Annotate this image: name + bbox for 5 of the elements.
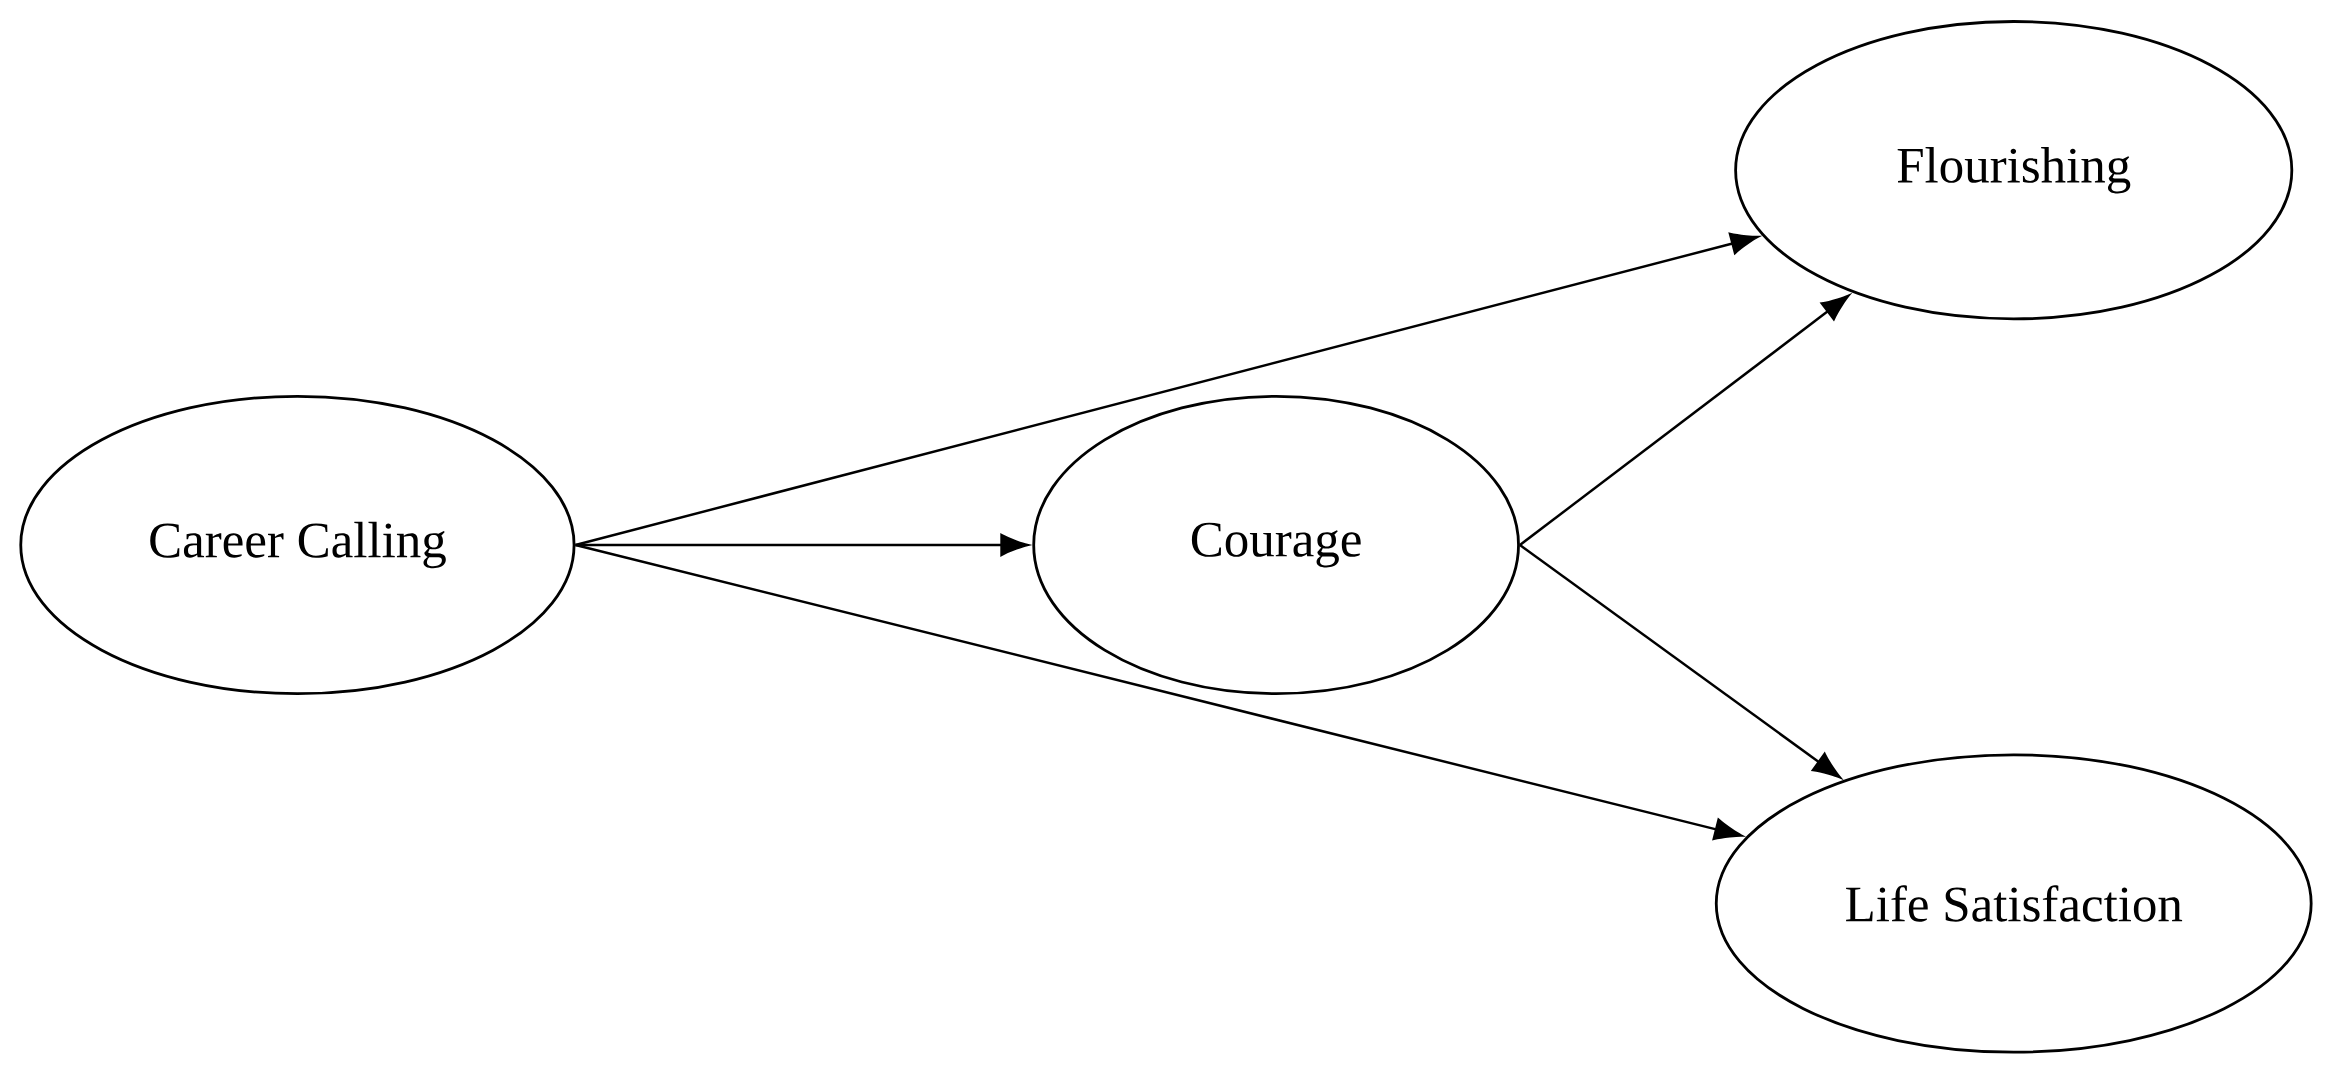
arrow: [1519, 294, 1850, 546]
arrow: [575, 232, 1759, 547]
ellipse-node: Flourishing: [1734, 20, 2294, 321]
ellipse-node: Life Satisfaction: [1714, 753, 2313, 1054]
ellipse-node: Career Calling: [19, 394, 576, 696]
